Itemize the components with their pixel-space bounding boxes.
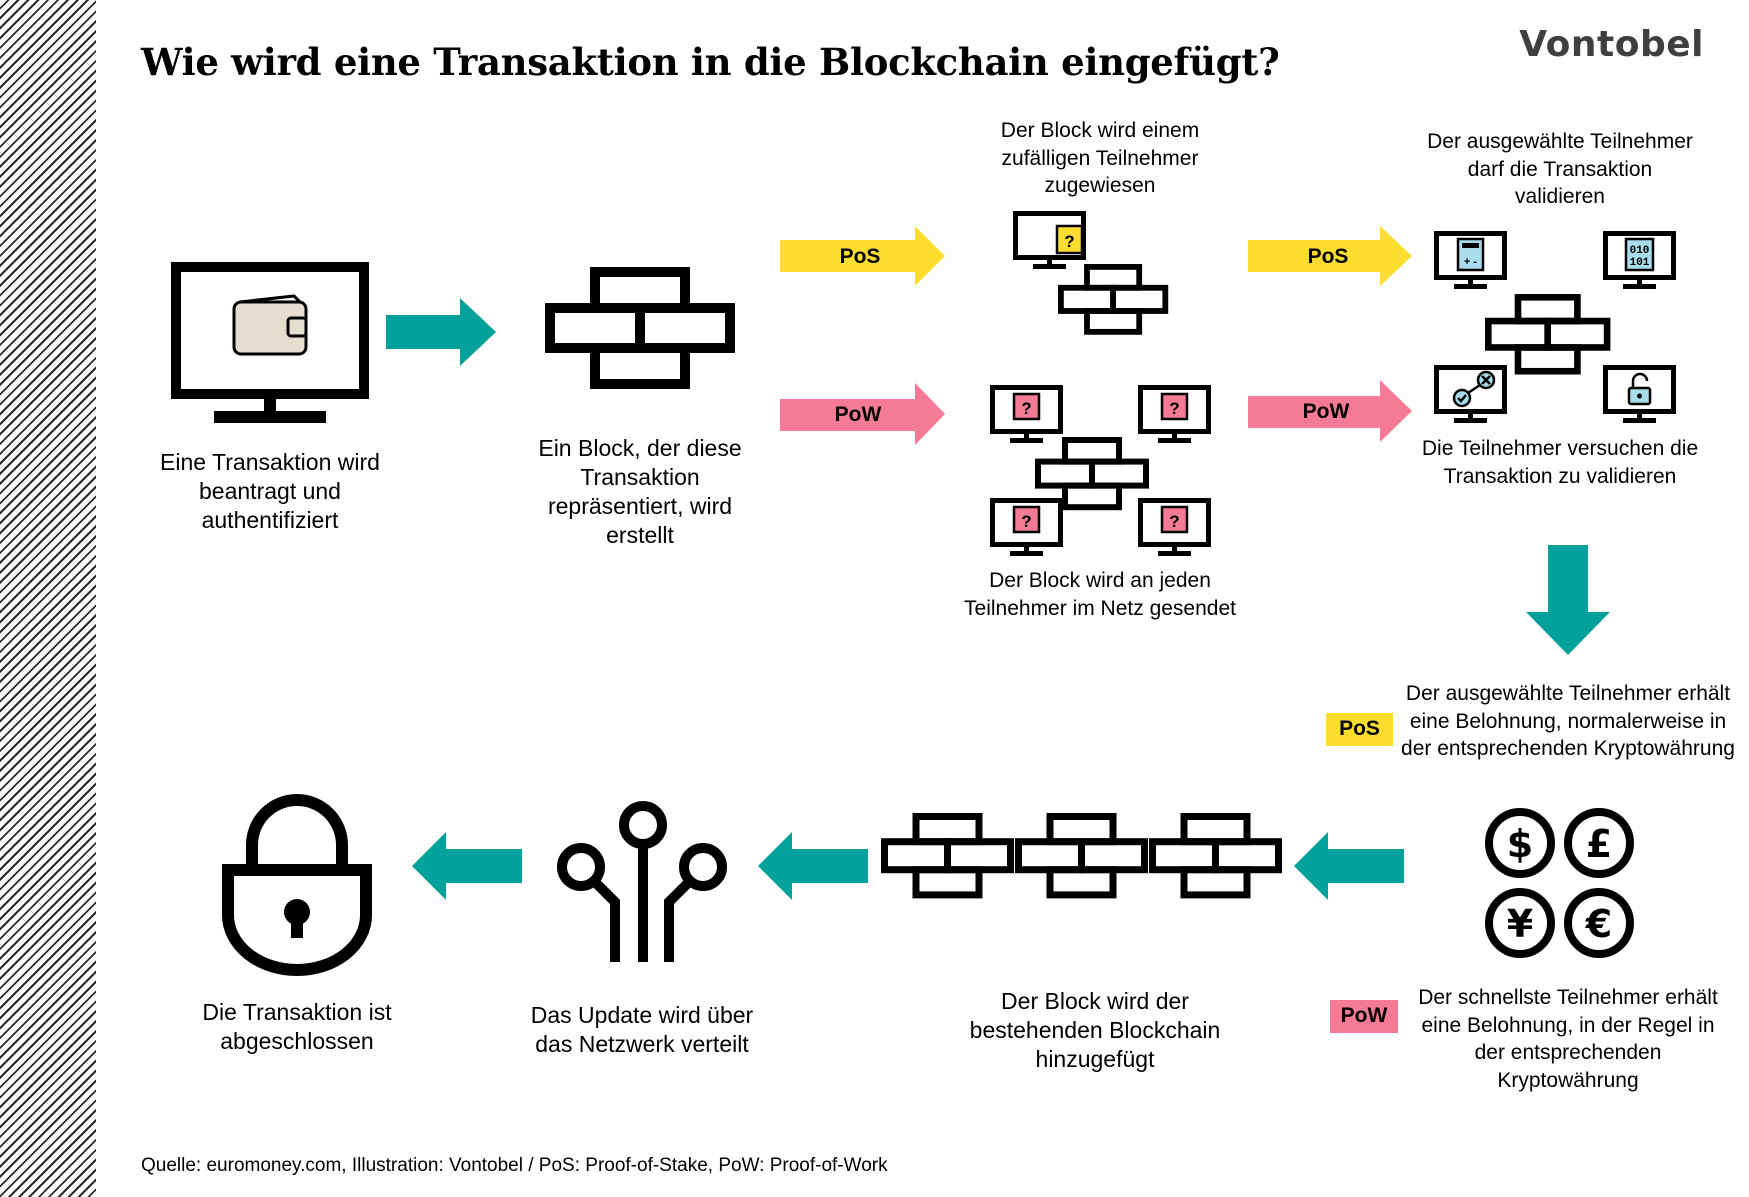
pos-label: PoS bbox=[839, 245, 881, 268]
caption-pos-assigned: Der Block wird einem zufälligen Teilnehm… bbox=[1000, 119, 1200, 197]
svg-text:010: 010 bbox=[1630, 245, 1650, 257]
monitor-question-icon: ? bbox=[1141, 388, 1209, 444]
caption-transaction: Eine Transaktion wird beantragt und auth… bbox=[160, 449, 380, 533]
pow-label: PoW bbox=[1302, 400, 1350, 423]
pow-label: PoW bbox=[1340, 1004, 1388, 1027]
check-x-icon bbox=[1437, 368, 1505, 424]
pow-arrow bbox=[1248, 380, 1412, 442]
vontobel-logo: Vontobel bbox=[1519, 24, 1704, 65]
flow-arrow-right bbox=[386, 298, 496, 366]
monitor-question-icon: ? bbox=[993, 388, 1061, 444]
block-icon bbox=[1061, 267, 1165, 332]
caption-network-update: Das Update wird über das Netzwerk vertei… bbox=[530, 1002, 754, 1057]
pos-arrow bbox=[780, 226, 945, 286]
block-icon bbox=[1038, 440, 1146, 507]
block-icon bbox=[1488, 297, 1607, 371]
lock-icon bbox=[222, 794, 372, 976]
flow-arrow-left bbox=[1294, 832, 1404, 900]
flow-arrow-left bbox=[412, 832, 522, 900]
svg-text:?: ? bbox=[1064, 232, 1074, 251]
calculator-icon: + - bbox=[1437, 234, 1505, 290]
pos-tag-bg bbox=[1326, 713, 1393, 746]
pow-label: PoW bbox=[834, 403, 882, 426]
svg-text:£: £ bbox=[1586, 822, 1612, 866]
monitor-question-icon: ? bbox=[1016, 214, 1084, 270]
caption-pow-broadcast: Der Block wird an jeden Teilnehmer im Ne… bbox=[964, 569, 1236, 620]
binary-icon: 010 101 bbox=[1606, 234, 1674, 290]
caption-pow-reward: Der schnellste Teilnehmer erhält eine Be… bbox=[1418, 986, 1718, 1092]
svg-text:?: ? bbox=[1021, 512, 1031, 531]
svg-text:$: $ bbox=[1507, 822, 1533, 866]
pos-arrow bbox=[1248, 226, 1412, 286]
svg-text:101: 101 bbox=[1630, 257, 1650, 269]
caption-pos-validate: Der ausgewählte Teilnehmer darf die Tran… bbox=[1427, 130, 1693, 208]
svg-text:?: ? bbox=[1021, 399, 1031, 418]
pow-tag-bg bbox=[1330, 1000, 1398, 1033]
monitor-wallet-icon bbox=[171, 262, 369, 423]
svg-text:¥: ¥ bbox=[1507, 902, 1533, 946]
monitor-question-icon: ? bbox=[993, 501, 1061, 557]
caption-pos-reward: Der ausgewählte Teilnehmer erhält eine B… bbox=[1401, 682, 1735, 760]
flow-arrow-down bbox=[1526, 545, 1610, 655]
block-icon bbox=[550, 272, 730, 384]
svg-text:+ -: + - bbox=[1464, 256, 1477, 268]
pos-label: PoS bbox=[1339, 717, 1380, 740]
caption-complete: Die Transaktion ist abgeschlossen bbox=[202, 999, 392, 1054]
open-lock-icon bbox=[1606, 368, 1674, 424]
source-note: Quelle: euromoney.com, Illustration: Von… bbox=[141, 1155, 888, 1176]
caption-block-created: Ein Block, der diese Transaktion repräse… bbox=[538, 435, 742, 548]
page-title: Wie wird eine Transaktion in die Blockch… bbox=[141, 40, 1280, 84]
svg-text:?: ? bbox=[1169, 399, 1179, 418]
pos-label: PoS bbox=[1307, 245, 1349, 268]
blockchain-icon bbox=[885, 817, 1279, 895]
caption-pow-validate: Die Teilnehmer versuchen die Transaktion… bbox=[1421, 437, 1699, 488]
currency-icon: $ £ ¥ € bbox=[1485, 808, 1634, 958]
pow-arrow bbox=[780, 383, 945, 445]
network-icon bbox=[557, 801, 727, 962]
svg-text:?: ? bbox=[1169, 512, 1179, 531]
monitor-question-icon: ? bbox=[1141, 501, 1209, 557]
hatched-border bbox=[0, 0, 96, 1197]
svg-text:€: € bbox=[1585, 902, 1612, 946]
flow-arrow-left bbox=[758, 832, 868, 900]
caption-chain-added: Der Block wird der bestehenden Blockchai… bbox=[969, 988, 1221, 1072]
